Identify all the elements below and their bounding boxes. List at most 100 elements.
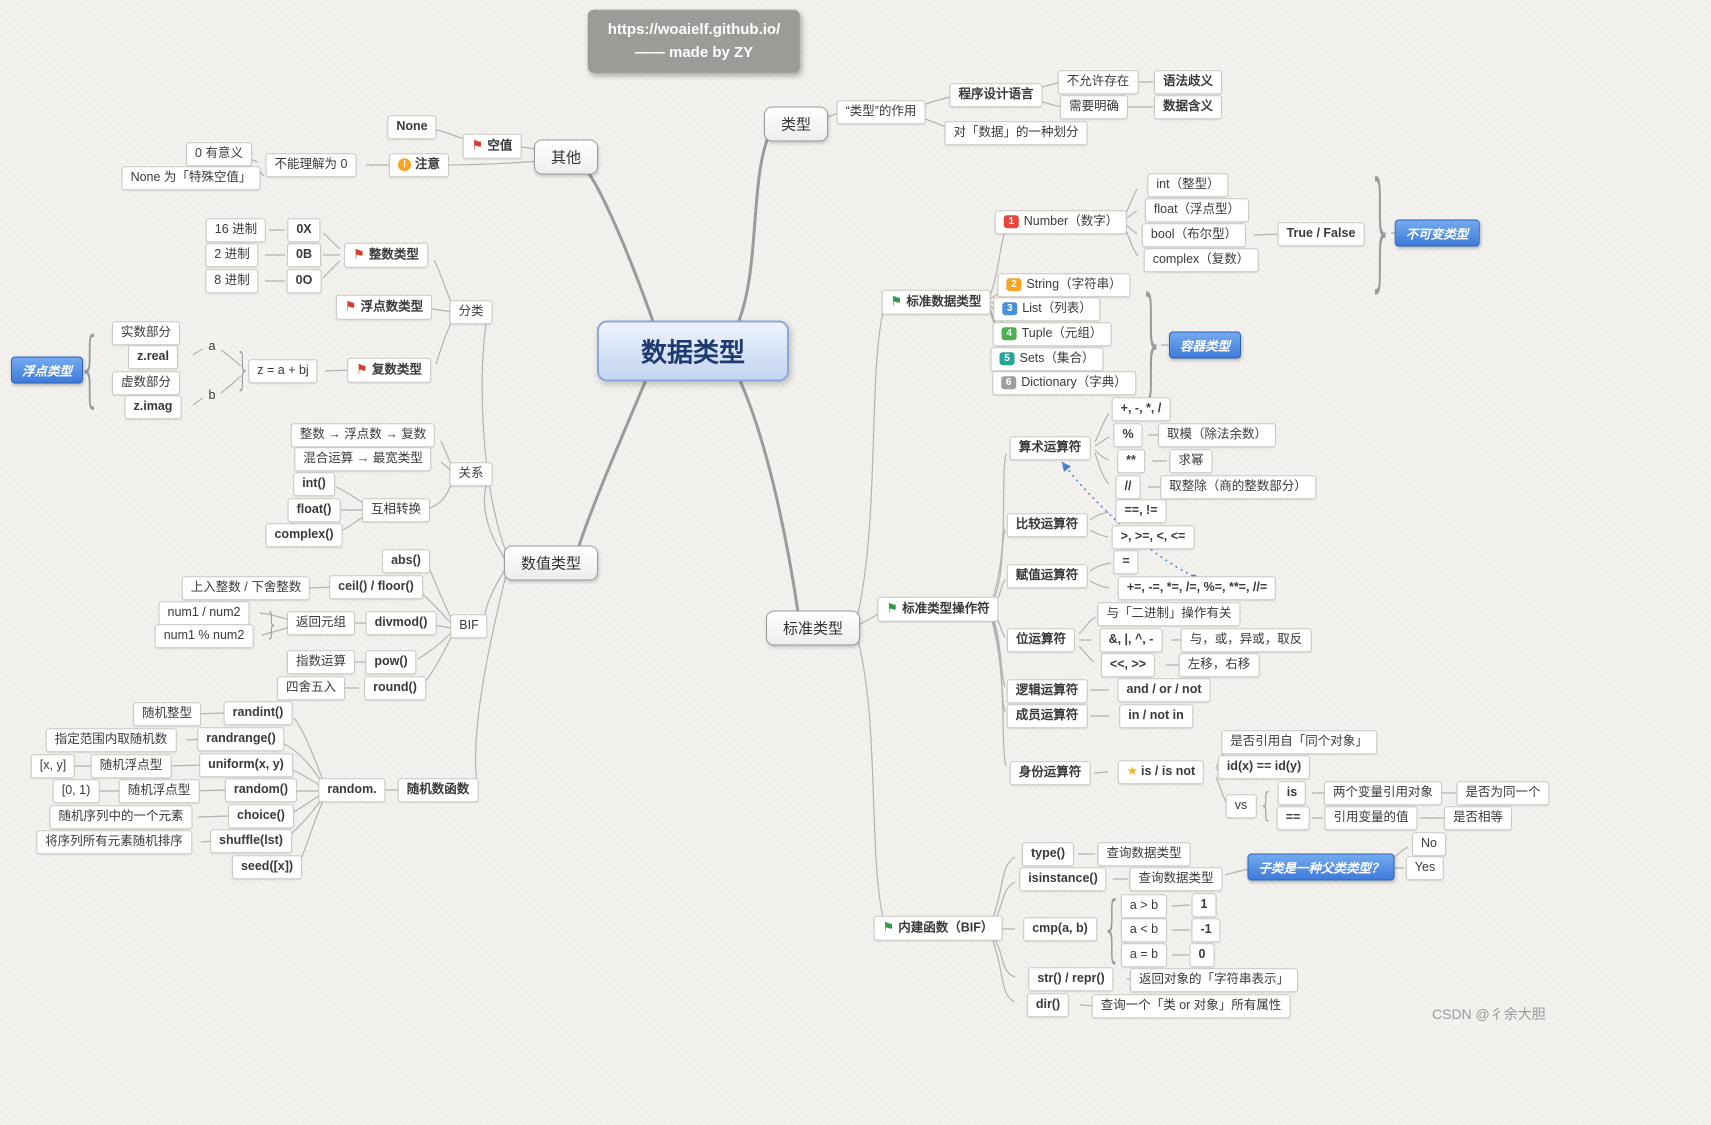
node-abs: abs() [382,549,430,573]
node-mod-op: % [1113,423,1143,447]
green-flag-icon: ⚑ [886,600,899,616]
node-identity-ops: 身份运算符 [1009,761,1091,785]
curly-brace-immutable: } [1368,158,1394,306]
red-flag-icon: ⚑ [471,137,484,153]
node-convert: 互相转换 [361,498,431,522]
callout-immutable: 不可变类型 [1394,219,1480,247]
node-bin-label: 2 进制 [205,243,259,267]
node-std-types: ⚑标准数据类型 [881,289,991,315]
node-choice-desc: 随机序列中的一个元素 [49,805,193,829]
node-type-role: “类型”的作用 [836,100,926,124]
node-uniform: uniform(x, y) [199,753,293,777]
node-bit-1: &, |, ^, - [1099,628,1163,652]
node-bool-vals: True / False [1277,222,1365,246]
node-complex-type: ⚑复数类型 [347,357,431,383]
node-vs-eq-desc: 引用变量的值 [1324,806,1418,830]
node-oct-label: 8 进制 [205,269,259,293]
node-programming-language: 程序设计语言 [949,83,1043,107]
node-divmod: divmod() [365,611,437,635]
header-author: —— made by ZY [634,44,754,61]
callout-subclass-question: 子类是一种父类类型？ [1247,853,1395,881]
node-round-desc: 四舍五入 [276,676,346,700]
green-flag-icon: ⚑ [882,919,895,935]
node-bif: BIF [450,614,488,638]
node-bit-2-desc: 左移，右移 [1178,653,1260,677]
node-int: int（整型） [1147,173,1229,197]
curly-brace-container: } [1139,275,1165,413]
node-none: None [387,115,437,139]
root-topic: 数据类型 [596,320,790,382]
node-cmp-gt-val: 1 [1191,893,1217,917]
node-choice: choice() [228,804,294,828]
node-randint-desc: 随机整型 [132,702,202,726]
node-divmod-in1: num1 / num2 [158,601,250,625]
node-arith-basic: +, -, *, / [1111,397,1171,421]
node-compare-ops: 比较运算符 [1006,513,1088,537]
node-arith-ops: 算术运算符 [1009,436,1091,460]
callout-container: 容器类型 [1168,331,1242,359]
red-flag-icon: ⚑ [344,298,357,314]
node-vs-is-question: 是否为同一个 [1456,781,1550,805]
node-real-var: a [208,339,216,354]
node-not-allowed: 不允许存在 [1057,70,1139,94]
node-data-division: 对「数据」的一种划分 [944,121,1088,145]
node-randint: randint() [223,701,293,725]
node-imag-part: 虚数部分 [111,371,181,395]
node-vs: vs [1225,794,1257,818]
node-data-meaning: 数据含义 [1153,95,1223,119]
node-uniform-range: [x, y] [30,754,76,778]
badge-4-icon: 4 [1001,327,1017,341]
curly-brace-vs-rows: { [1259,787,1273,825]
node-dir-desc: 查询一个「类 or 对象」所有属性 [1091,994,1291,1018]
red-flag-icon: ⚑ [353,246,365,262]
node-cmp-fn: cmp(a, b) [1023,917,1097,941]
node-ceil-floor: ceil() / floor() [329,575,423,599]
node-pow-op-desc: 求幂 [1169,449,1213,473]
node-z-imag: z.imag [124,395,182,419]
topic-numeric: 数值类型 [503,545,599,581]
node-float-type: ⚑浮点数类型 [335,294,433,320]
node-floordiv-op: // [1115,475,1141,499]
node-divmod-ret: 返回元组 [286,611,356,635]
node-real-part: 实数部分 [111,321,181,345]
node-mod-desc: 取模（除法余数） [1157,423,1277,447]
node-random-range: [0, 1) [52,779,100,803]
node-randrange-desc: 指定范围内取随机数 [45,728,177,752]
node-isinstance-desc: 查询数据类型 [1129,867,1223,891]
node-floordiv-desc: 取整除（商的整数部分） [1160,475,1316,499]
node-complex: complex（复数） [1143,248,1259,272]
node-vs-eq-question: 是否相等 [1443,806,1513,830]
node-complex-formula: z = a + bj [248,359,318,383]
node-bit-ops: 位运算符 [1006,628,1076,652]
node-hex-prefix: 0X [287,218,321,242]
node-oct-prefix: 0O [286,269,322,293]
badge-1-icon: 1 [1003,215,1019,229]
node-pow-op: ** [1117,449,1145,473]
node-randrange: randrange() [197,727,285,751]
node-not-zero: 不能理解为 0 [265,153,357,177]
node-assign-2: +=, -=, *=, /=, %=, **=, //= [1117,576,1277,600]
node-complex-fn: complex() [265,523,343,547]
node-need-clear: 需要明确 [1059,95,1129,119]
node-shuffle: shuffle(lst) [210,829,292,853]
topic-type: 类型 [763,106,829,142]
badge-6-icon: 6 [1001,376,1017,390]
node-classify: 分类 [449,300,493,324]
node-divmod-in2: num1 % num2 [154,624,254,648]
node-dir-fn: dir() [1026,993,1070,1017]
curly-brace-divmod-inputs: } [265,606,279,642]
node-random-fn: random() [224,778,298,802]
node-zero-meaning: 0 有意义 [186,142,252,166]
node-int-fn: int() [293,472,335,496]
node-pow: pow() [365,650,417,674]
node-assign-1: = [1113,550,1139,574]
node-random-prefix: random. [318,778,386,802]
node-null-value: ⚑空值 [462,133,522,159]
node-bit-2: <<, >> [1100,653,1156,677]
node-logic-vals: and / or / not [1117,678,1211,702]
